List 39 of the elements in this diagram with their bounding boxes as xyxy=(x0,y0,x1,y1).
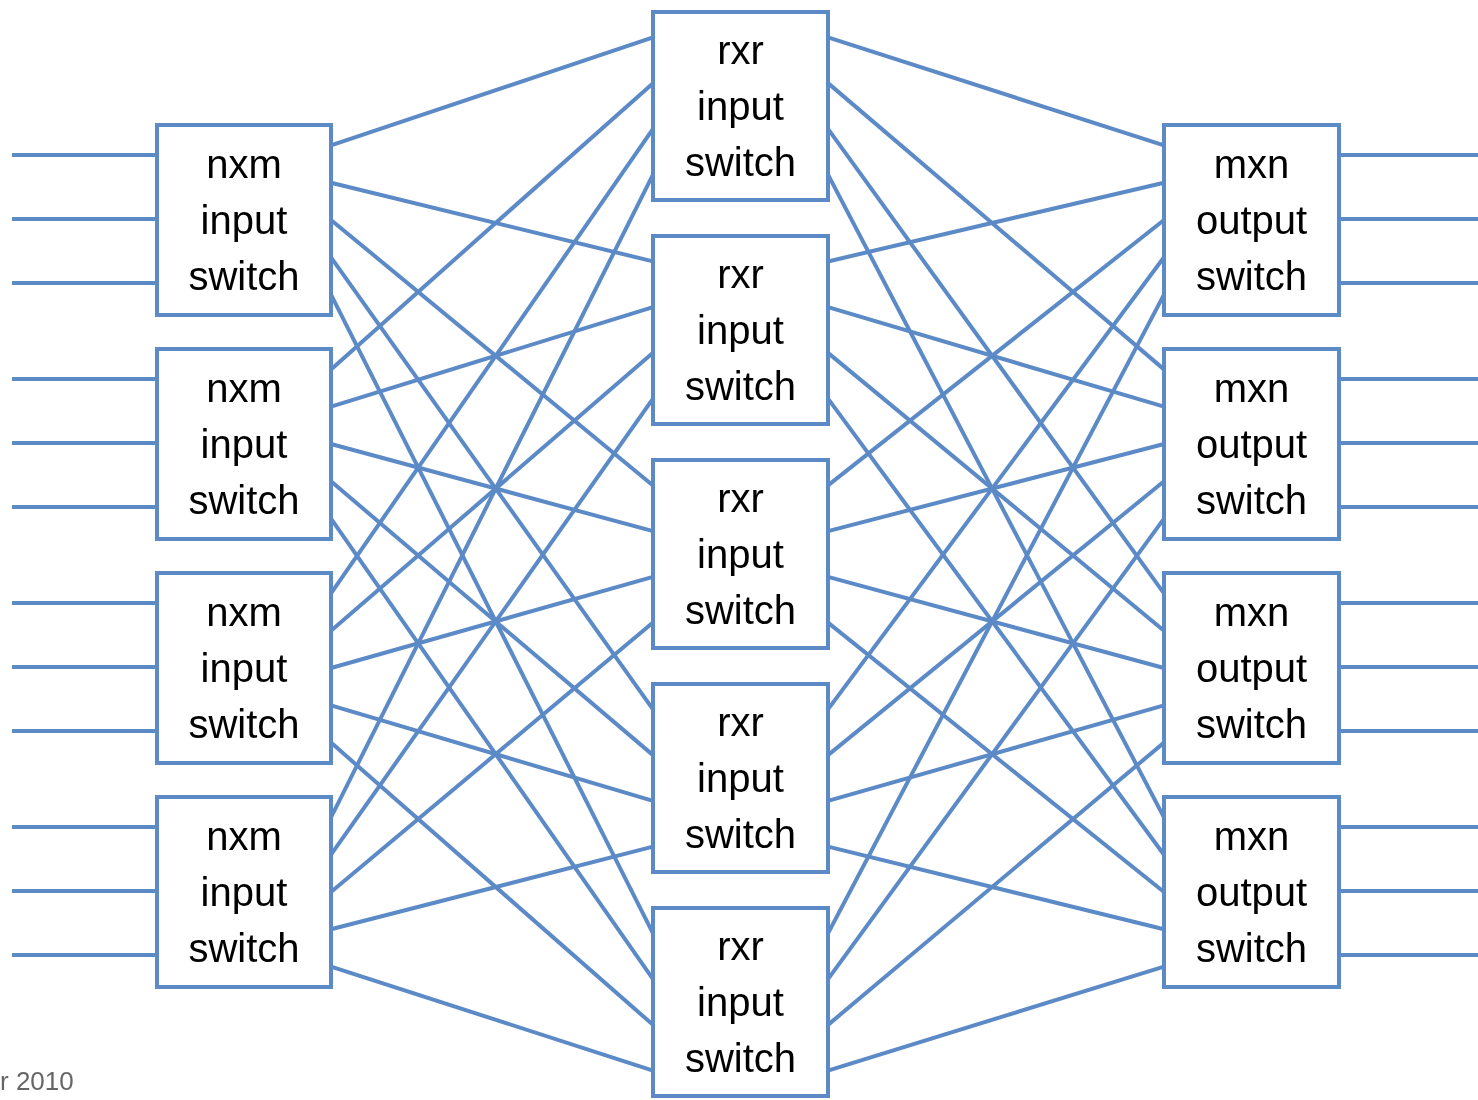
switch-label: rxr input switch xyxy=(684,475,797,634)
switch-label: rxr input switch xyxy=(684,251,797,410)
footer-note: r 2010 xyxy=(0,1066,74,1097)
switch-box xyxy=(651,682,830,874)
switch-box xyxy=(651,906,830,1098)
switch-label: mxn output switch xyxy=(1195,589,1308,748)
switch-label: mxn output switch xyxy=(1195,813,1308,972)
switch-label: rxr input switch xyxy=(684,27,797,186)
switch-label: nxm input switch xyxy=(188,365,300,524)
switch-box xyxy=(1162,123,1341,317)
connection-line xyxy=(12,217,157,221)
switch-label: mxn output switch xyxy=(1195,365,1308,524)
switch-box xyxy=(155,123,333,317)
switch-box xyxy=(1162,795,1341,989)
connection-line xyxy=(12,505,157,509)
connection-line xyxy=(12,377,157,381)
connection-line xyxy=(12,665,157,669)
switch-label: nxm input switch xyxy=(188,589,300,748)
switch-label: mxn output switch xyxy=(1195,141,1308,300)
connection-line xyxy=(12,953,157,957)
switch-box xyxy=(651,458,830,650)
connection-line xyxy=(12,281,157,285)
connection-line xyxy=(12,153,157,157)
switch-label: nxm input switch xyxy=(188,813,300,972)
switch-box xyxy=(1162,571,1341,765)
switch-box xyxy=(1162,347,1341,541)
switch-label: rxr input switch xyxy=(684,923,797,1082)
switch-box xyxy=(155,347,333,541)
connection-line xyxy=(12,601,157,605)
switch-label: nxm input switch xyxy=(188,141,300,300)
switch-label: rxr input switch xyxy=(684,699,797,858)
switch-box xyxy=(651,10,830,202)
connection-line xyxy=(12,889,157,893)
connection-line xyxy=(12,441,157,445)
connection-line xyxy=(12,825,157,829)
switch-box xyxy=(651,234,830,426)
switch-box xyxy=(155,571,333,765)
connection-line xyxy=(12,729,157,733)
switch-box xyxy=(155,795,333,989)
